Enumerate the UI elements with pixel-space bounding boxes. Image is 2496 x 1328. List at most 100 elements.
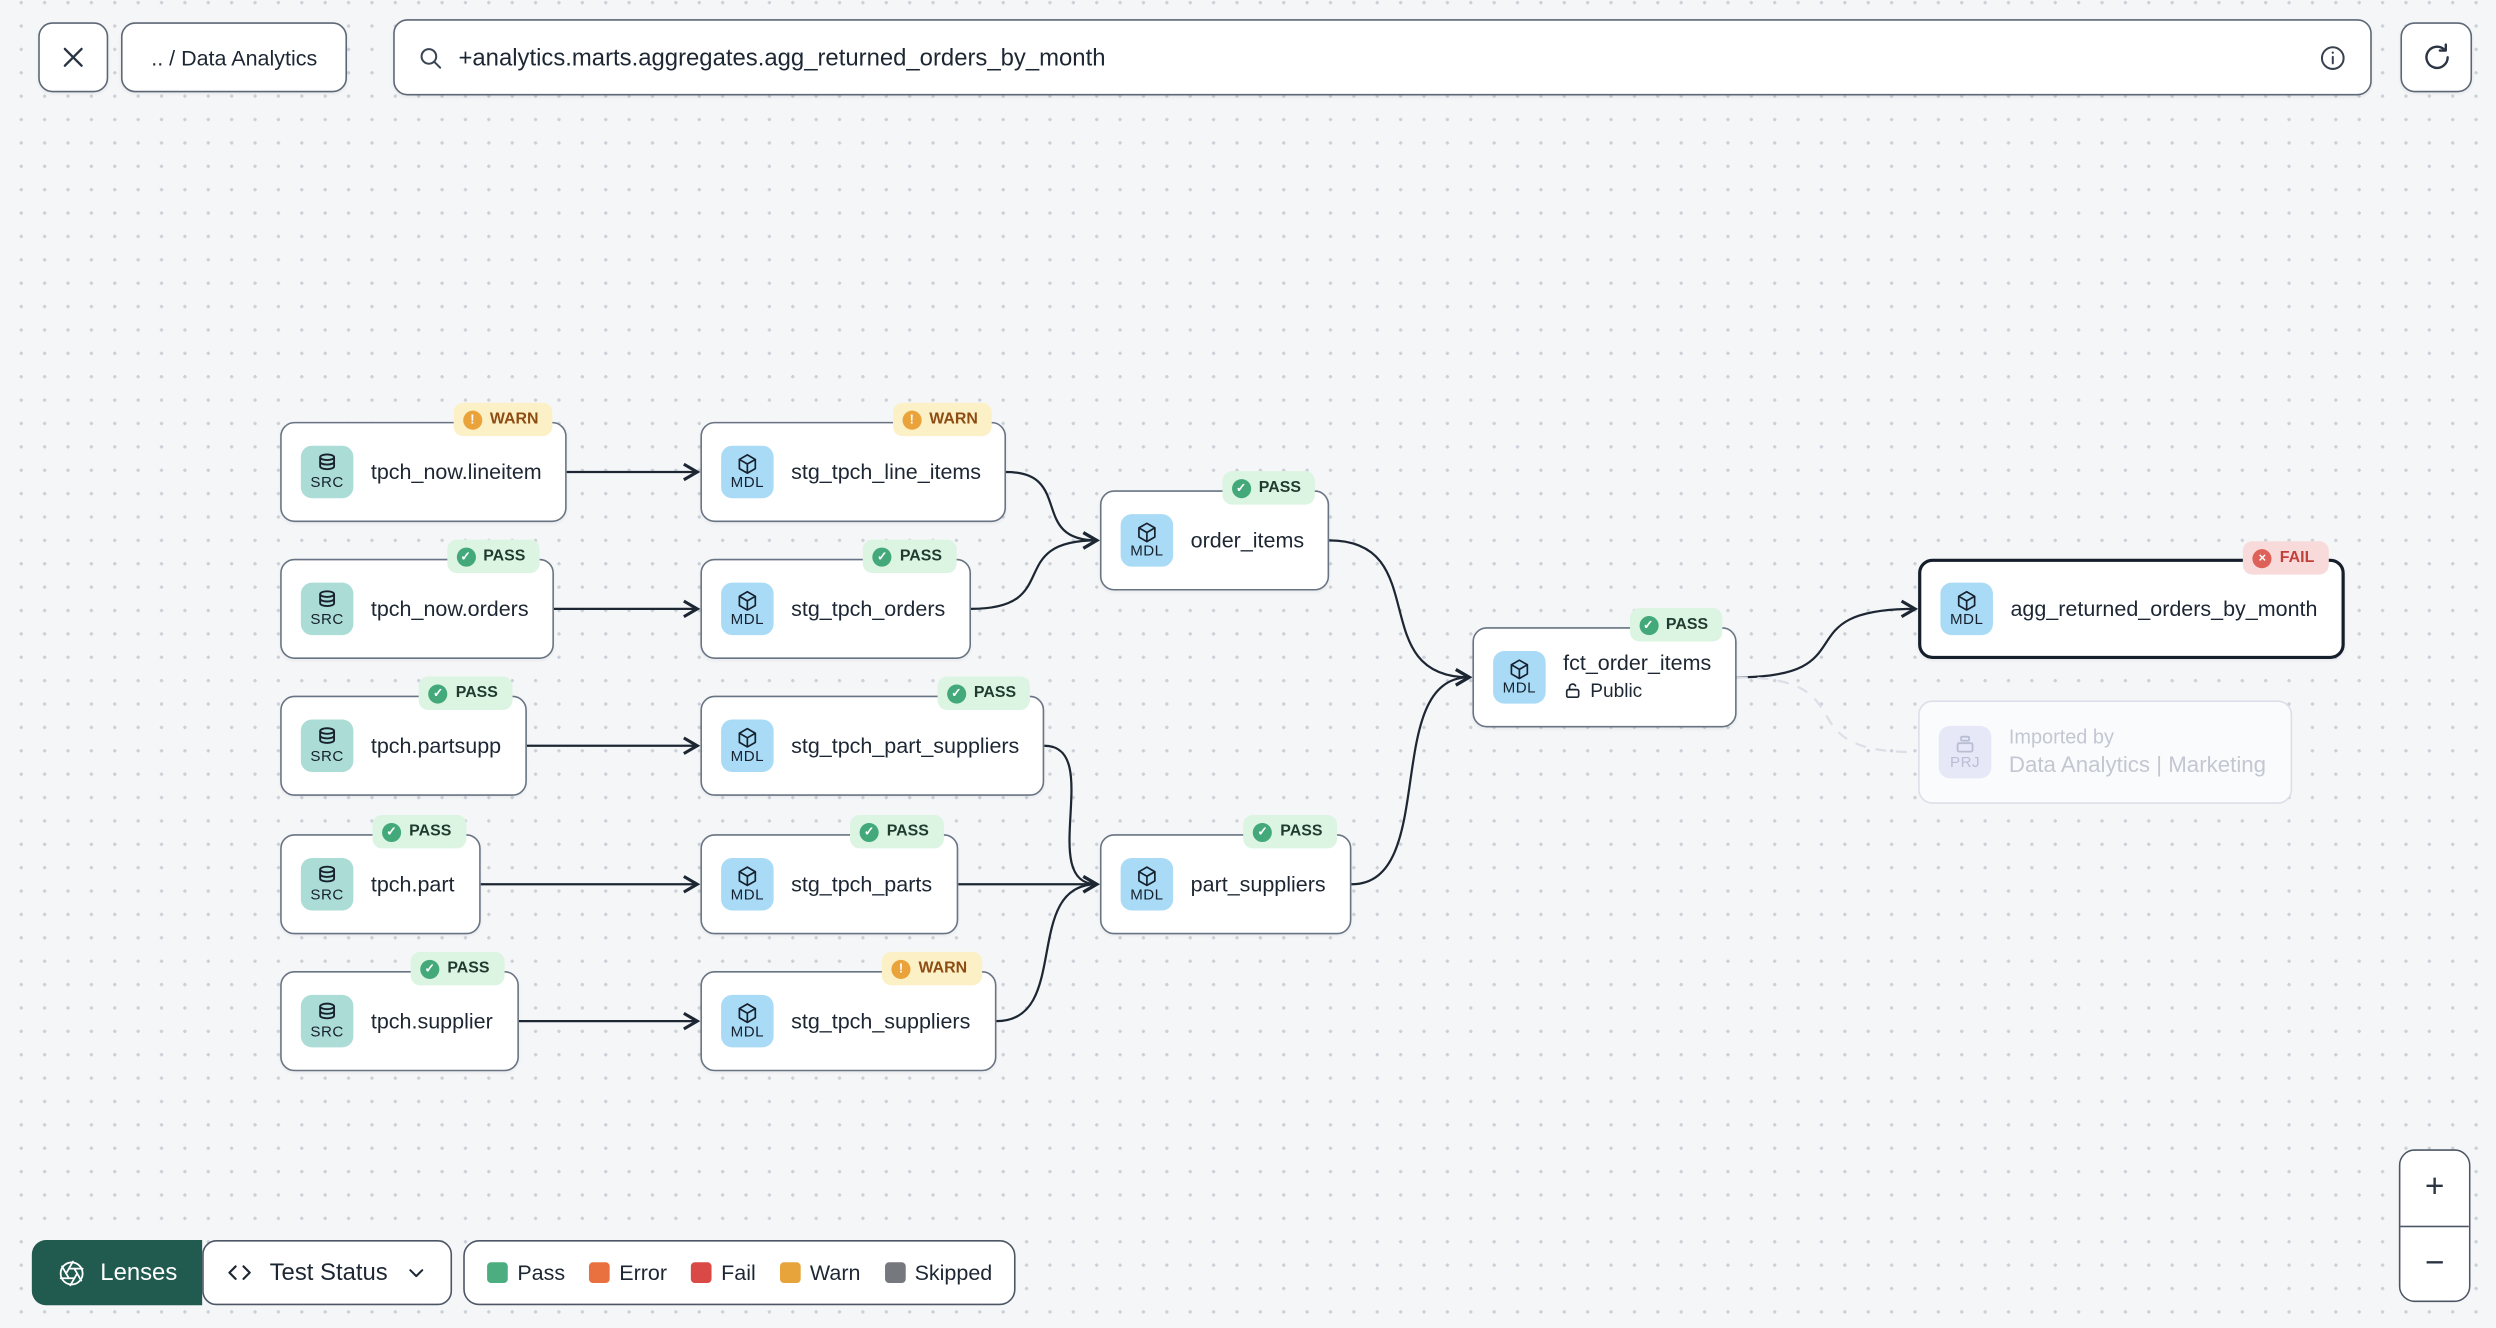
node-type-label: PRJ (1950, 754, 1981, 773)
node-type-label: SRC (310, 748, 344, 766)
legend-swatch (690, 1262, 712, 1283)
search-input[interactable] (458, 43, 2304, 71)
node-subtitle: Imported by (2008, 725, 2114, 748)
legend-swatch (779, 1262, 801, 1283)
legend-item-error: Error (588, 1261, 667, 1285)
legend-label: Pass (517, 1260, 566, 1285)
node-label: stg_tpch_suppliers (791, 1008, 971, 1033)
cube-icon: MDL (1120, 857, 1174, 911)
legend-item-pass: Pass (487, 1261, 565, 1285)
breadcrumb[interactable]: .. / Data Analytics (120, 22, 348, 93)
cube-icon: MDL (721, 445, 774, 499)
status-badge-label: PASS (1665, 616, 1709, 634)
zoom-in-button[interactable]: + (2400, 1150, 2469, 1225)
legend-swatch (884, 1262, 906, 1283)
lens-selected-label: Test Status (269, 1259, 388, 1287)
refresh-icon (2420, 41, 2452, 73)
status-badge-label: PASS (455, 684, 498, 702)
search-bar[interactable] (393, 19, 2372, 96)
node-text: agg_returned_orders_by_month (2010, 595, 2317, 623)
status-badge-icon: ✓ (872, 546, 892, 566)
status-badge-warn: !WARN (453, 402, 553, 437)
database-icon: SRC (300, 994, 354, 1048)
legend-swatch (588, 1262, 610, 1283)
refresh-button[interactable] (2400, 22, 2473, 93)
status-badge-icon: ✓ (1231, 478, 1251, 498)
cube-icon: MDL (1940, 582, 1993, 636)
lenses-button[interactable]: Lenses (31, 1240, 203, 1306)
info-icon[interactable] (2318, 42, 2348, 72)
lineage-node-agg_returned_orders_by_month[interactable]: × FAIL MDL agg_returned_orders_by_month (1918, 541, 2345, 660)
status-badge-icon: ! (891, 959, 911, 979)
status-badge-icon: ✓ (420, 959, 440, 979)
status-badge-label: PASS (899, 547, 943, 566)
status-badge-label: PASS (1258, 479, 1301, 497)
edge-part_suppliers-to-fct_order_items (1351, 668, 1473, 886)
lineage-node-stg_tpch_orders[interactable]: ✓ PASS MDL stg_tpch_orders (700, 539, 971, 660)
status-badge-label: PASS (447, 959, 490, 978)
edge-fct_order_items-to-imported_by_project (1736, 676, 1915, 754)
status-badge-icon: ✓ (946, 683, 966, 703)
lens-controls: Lenses Test Status (31, 1240, 452, 1306)
node-label: stg_tpch_orders (791, 596, 946, 621)
legend-item-fail: Fail (690, 1260, 756, 1285)
zoom-out-button[interactable]: − (2400, 1224, 2469, 1301)
edge-stg_tpch_suppliers-to-part_suppliers (996, 875, 1100, 1023)
node-type-label: MDL (730, 611, 765, 629)
status-badge-pass: ✓PASS (419, 676, 513, 710)
node-label: tpch_now.lineitem (370, 459, 542, 484)
status-badge-label: PASS (1280, 822, 1323, 841)
status-badge-pass: ✓PASS (937, 676, 1031, 710)
edge-stg_tpch_part_suppliers-to-part_suppliers (1044, 744, 1100, 894)
node-type-label: SRC (310, 1023, 344, 1042)
status-badge-icon: ✓ (859, 822, 879, 842)
status-badge-icon: ✓ (382, 822, 402, 842)
node-type-label: SRC (310, 886, 344, 905)
cube-icon: MDL (721, 582, 774, 636)
edge-fct_order_items-to-agg_returned_orders_by_month (1736, 599, 1919, 679)
node-type-label: MDL (730, 474, 765, 492)
status-badge-icon: ✓ (1638, 615, 1658, 635)
node-text: tpch.partsupp (371, 732, 501, 760)
database-icon: SRC (300, 857, 354, 911)
database-icon: SRC (300, 719, 354, 773)
status-badge-icon: ✓ (1253, 822, 1273, 842)
node-label: stg_tpch_part_suppliers (791, 733, 1020, 758)
edge-stg_tpch_line_items-to-order_items (1006, 470, 1100, 550)
edge-stg_tpch_orders-to-order_items (970, 531, 1100, 610)
node-text: stg_tpch_line_items (791, 458, 981, 486)
legend-item-skipped: Skipped (884, 1261, 992, 1285)
node-text: stg_tpch_suppliers (791, 1007, 970, 1035)
legend-swatch (487, 1262, 508, 1283)
status-badge-icon: × (2252, 548, 2272, 568)
code-icon (227, 1259, 254, 1286)
close-button[interactable] (38, 22, 109, 93)
status-badge-warn: !WARN (881, 951, 982, 986)
node-type-label: MDL (1502, 679, 1537, 698)
node-label: tpch.part (370, 871, 455, 896)
lens-selector[interactable]: Test Status (202, 1240, 452, 1306)
lineage-node-stg_tpch_part_suppliers[interactable]: ✓PASS MDL stg_tpch_part_suppliers (700, 676, 1045, 796)
lineage-node-tpch_partsupp[interactable]: ✓PASS SRC tpch.partsupp (280, 676, 527, 796)
node-type-label: MDL (1949, 611, 1984, 629)
legend-label: Fail (721, 1260, 756, 1285)
status-badge-label: FAIL (2279, 549, 2315, 567)
node-type-label: MDL (730, 748, 765, 766)
status-badge-pass: ✓ PASS (410, 951, 504, 986)
